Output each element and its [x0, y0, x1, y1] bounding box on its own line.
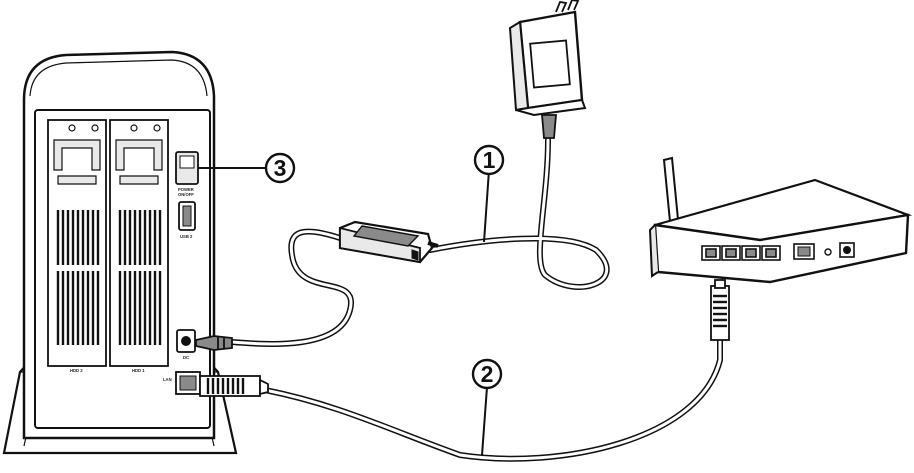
- on-off-label: ON/OFF: [178, 192, 194, 197]
- router: [648, 156, 913, 284]
- power-label: POWER: [178, 187, 194, 192]
- nas-lan-plug: [199, 375, 269, 397]
- lan-label: LAN: [163, 377, 172, 382]
- drive-bay-hdd2[interactable]: [47, 119, 107, 367]
- callout-2: 2: [471, 358, 503, 456]
- callout-1-number: 1: [483, 147, 496, 173]
- hdd2-label: HDD 2: [70, 368, 83, 373]
- callout-3: 3: [198, 152, 296, 184]
- router-lan-plug: [710, 279, 730, 341]
- lan-cable: [262, 337, 723, 462]
- wall-adapter: [508, 0, 587, 139]
- router-lan-ports[interactable]: [701, 245, 781, 261]
- router-reset-button[interactable]: [824, 248, 832, 256]
- callout-2-number: 2: [481, 361, 494, 387]
- dc-label: DC: [183, 355, 189, 360]
- dc-plug: [195, 335, 233, 351]
- drive-bay-hdd1[interactable]: [109, 119, 169, 367]
- adapter-cord: [427, 137, 610, 290]
- callout-1: 1: [473, 144, 505, 243]
- power-brick: [338, 220, 439, 264]
- usb-label: USB 2: [180, 234, 193, 239]
- nas-device: [2, 50, 238, 455]
- callout-3-number: 3: [274, 155, 287, 181]
- hdd1-label: HDD 1: [132, 368, 145, 373]
